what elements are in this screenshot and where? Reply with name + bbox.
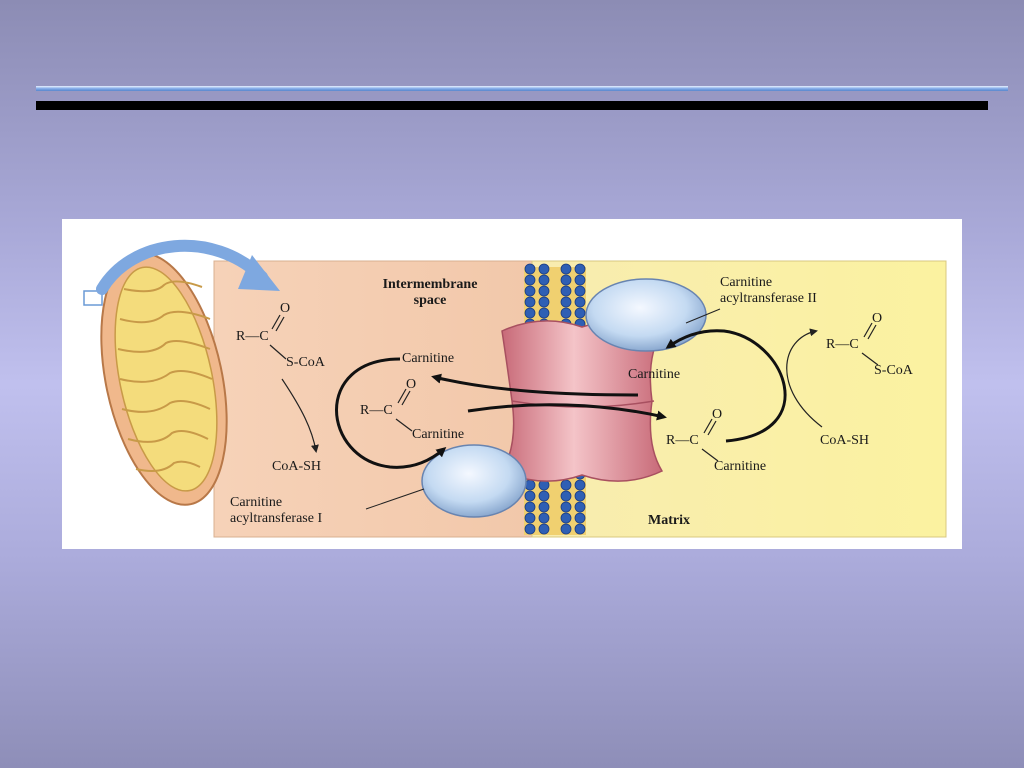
carnitine-acyltransferase-1	[421, 444, 527, 518]
lipid-head	[560, 523, 572, 535]
title-rule-black	[36, 101, 988, 110]
right-acylcarnitine-rc: R—C	[666, 433, 699, 448]
lipid-head	[524, 274, 536, 286]
lipid-head	[574, 479, 586, 491]
lipid-head	[538, 296, 550, 308]
lipid-head	[574, 274, 586, 286]
right-carnitine: Carnitine	[628, 367, 681, 382]
lipid-head	[538, 263, 550, 275]
lipid-head	[524, 285, 536, 297]
lipid-head	[560, 274, 572, 286]
lipid-head	[574, 285, 586, 297]
lipid-head	[524, 501, 536, 513]
lipid-head	[538, 523, 550, 535]
matrix-label: Matrix	[648, 513, 690, 528]
right-cycle-arrow	[665, 329, 787, 443]
lipid-head	[560, 307, 572, 319]
zoom-arrow-head	[238, 255, 280, 291]
lipid-head	[574, 523, 586, 535]
lipid-head	[538, 501, 550, 513]
left-coa-sh: CoA-SH	[272, 459, 322, 474]
lipid-head	[524, 296, 536, 308]
left-acylcoa-scoa: S-CoA	[286, 355, 325, 370]
left-carnitine: Carnitine	[402, 351, 455, 366]
intermembrane-label-line2: space	[413, 293, 447, 308]
lipid-head	[560, 263, 572, 275]
cat2-label-line1: Carnitine	[720, 275, 773, 290]
cat2-label-line2: acyltransferase II	[720, 291, 817, 306]
carnitine-out-arrow	[431, 373, 639, 397]
diagram-canvas	[83, 239, 947, 538]
lipid-head	[574, 307, 586, 319]
left-acylcarnitine-o: O	[406, 377, 417, 392]
right-acylcoa-scoa: S-CoA	[874, 363, 913, 378]
lipid-head	[574, 296, 586, 308]
lipid-head	[560, 285, 572, 297]
right-acylcoa-o: O	[872, 311, 883, 326]
lipid-head	[574, 501, 586, 513]
left-acylcarnitine-rc: R—C	[360, 403, 393, 418]
lipid-head	[560, 490, 572, 502]
carnitine-shuttle-figure: Intermembrane space Matrix Carnitine acy…	[62, 219, 962, 549]
cat1-label-line2: acyltransferase I	[230, 511, 323, 526]
lipid-head	[524, 512, 536, 524]
lipid-head	[574, 512, 586, 524]
lipid-head	[524, 490, 536, 502]
intermembrane-label: Intermembrane space	[358, 277, 502, 309]
left-acylcoa-o: O	[280, 301, 291, 316]
intermembrane-label-line1: Intermembrane	[382, 277, 478, 292]
right-coa-uptake-arrow	[786, 328, 823, 428]
lipid-head	[538, 307, 550, 319]
lipid-head	[538, 274, 550, 286]
lipid-head	[538, 490, 550, 502]
left-acylcoa-rc: R—C	[236, 329, 269, 344]
cat1-label-line1: Carnitine	[230, 495, 283, 510]
lipid-head	[560, 501, 572, 513]
right-acylcoa-rc: R—C	[826, 337, 859, 352]
lipid-head	[560, 296, 572, 308]
zoom-arrow	[96, 239, 268, 295]
lipid-head	[574, 263, 586, 275]
title-rule-blue	[36, 86, 1008, 91]
right-coa-sh: CoA-SH	[820, 433, 870, 448]
right-acylcarnitine-o: O	[712, 407, 723, 422]
acylcarnitine-in-arrow	[467, 403, 667, 421]
lipid-head	[560, 512, 572, 524]
lipid-head	[560, 479, 572, 491]
cat1-pointer	[365, 488, 425, 510]
cat2-pointer	[685, 308, 721, 324]
cat2-label: Carnitine acyltransferase II	[720, 275, 817, 307]
lipid-head	[524, 523, 536, 535]
lipid-head	[538, 285, 550, 297]
lipid-head	[524, 307, 536, 319]
left-coa-release-arrow	[281, 378, 319, 453]
carnitine-acyltransferase-2	[585, 278, 707, 352]
left-cycle-arrow	[335, 357, 447, 469]
lipid-head	[538, 512, 550, 524]
lipid-head	[524, 263, 536, 275]
cat1-label: Carnitine acyltransferase I	[230, 495, 322, 527]
right-acylcarnitine-carnitine: Carnitine	[714, 459, 767, 474]
lipid-head	[574, 490, 586, 502]
bond-lines	[269, 314, 879, 462]
left-acylcarnitine-carnitine: Carnitine	[412, 427, 465, 442]
